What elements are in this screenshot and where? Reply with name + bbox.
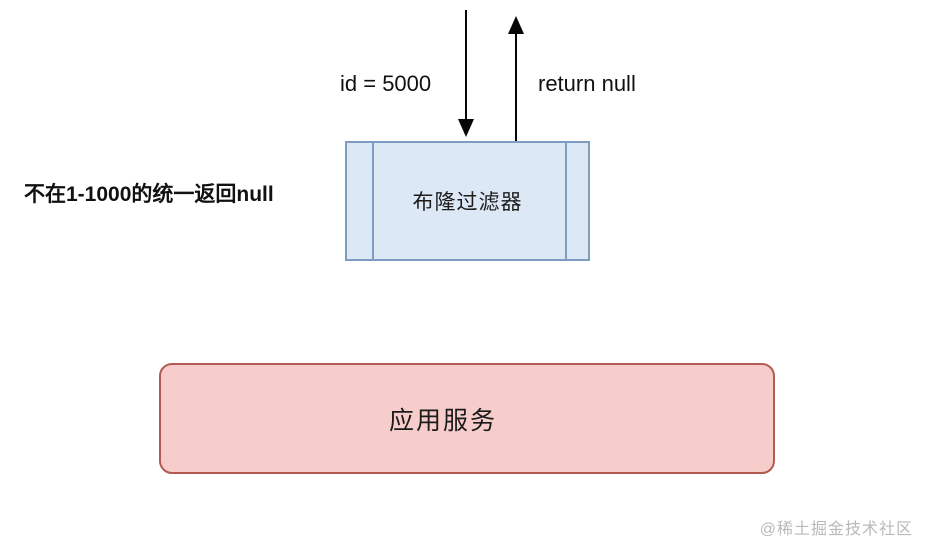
bloom-filter-node[interactable]: 布隆过滤器: [345, 141, 590, 261]
watermark: @稀土掘金技术社区: [759, 521, 913, 538]
request-label: id = 5000: [340, 71, 432, 96]
request-arrow-line: [465, 10, 467, 120]
bloom-divider-right: [565, 143, 567, 259]
response-arrow-line: [515, 32, 517, 141]
app-service-node[interactable]: 应用服务: [159, 363, 775, 474]
app-service-label: 应用服务: [388, 406, 497, 435]
response-arrow-head-icon: [508, 16, 524, 34]
request-arrow-head-icon: [458, 119, 474, 137]
left-note-label: 不在1-1000的统一返回null: [24, 183, 274, 206]
response-label: return null: [538, 71, 636, 96]
bloom-divider-left: [372, 143, 374, 259]
bloom-filter-label: 布隆过滤器: [412, 191, 523, 214]
